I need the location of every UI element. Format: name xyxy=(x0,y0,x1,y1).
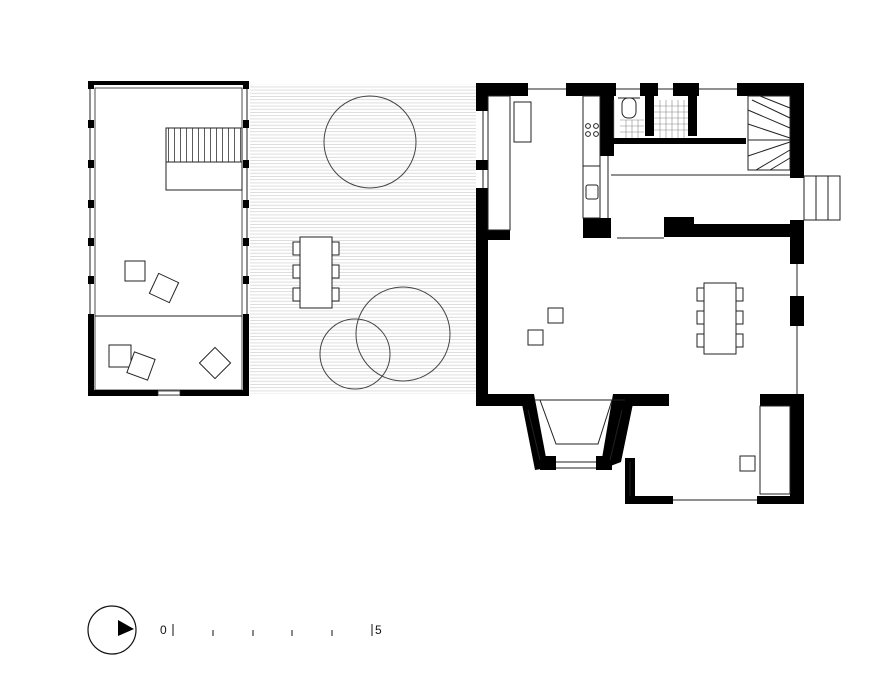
kitchen-counter-left xyxy=(487,95,511,231)
entrance-steps xyxy=(803,175,841,221)
kitchen-counter xyxy=(582,95,601,219)
annex-stair xyxy=(165,127,243,191)
terrace-table xyxy=(292,236,340,309)
terrace-tree-top xyxy=(323,95,417,189)
annex-stool xyxy=(198,346,232,380)
annex-building xyxy=(88,81,249,396)
hob-icon xyxy=(585,123,591,129)
window-seat xyxy=(759,405,791,495)
scale-start-label: 0 xyxy=(160,623,167,637)
bathroom xyxy=(613,97,688,138)
hob-icon xyxy=(585,131,591,137)
sink-icon xyxy=(585,184,599,200)
living-stool xyxy=(527,329,544,346)
north-arrow-icon xyxy=(87,605,137,655)
hob-icon xyxy=(593,123,599,129)
kitchen-island xyxy=(513,101,532,143)
hob-icon xyxy=(593,131,599,137)
living-stool xyxy=(547,307,564,324)
main-house xyxy=(476,83,841,504)
terrace-tree-right xyxy=(355,286,451,382)
scale-bar: 0 5 xyxy=(160,623,382,637)
scale-end-label: 5 xyxy=(375,623,382,637)
terrace-tree-left xyxy=(319,318,391,390)
annex-stool xyxy=(124,260,146,282)
dining-table xyxy=(696,282,744,355)
annex-stool xyxy=(108,344,132,368)
main-stair xyxy=(747,95,791,171)
terrace xyxy=(250,84,476,394)
annex-stool xyxy=(126,351,156,381)
kitchen xyxy=(487,95,601,231)
toilet-icon xyxy=(621,97,637,119)
living-stool xyxy=(739,455,756,472)
annex-stool xyxy=(148,272,180,304)
